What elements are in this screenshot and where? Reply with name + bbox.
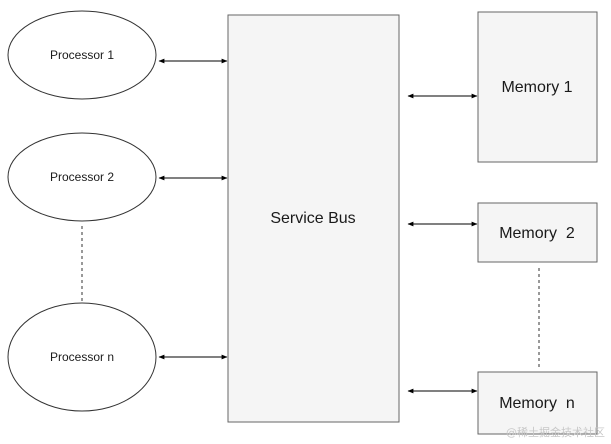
service-bus-label: Service Bus: [270, 210, 355, 227]
processor-2-node: Processor 2: [7, 132, 157, 222]
memory-1-label: Memory 1: [501, 79, 572, 96]
memory-n-node: Memory n: [477, 371, 598, 435]
processor-n-label: Processor n: [50, 350, 114, 364]
processor-1-node: Processor 1: [7, 10, 157, 100]
service-bus-node: Service Bus: [227, 14, 400, 423]
memory-n-label: Memory n: [499, 395, 575, 412]
watermark-text: @稀土掘金技术社区: [506, 425, 605, 439]
processor-n-node: Processor n: [7, 302, 157, 412]
memory-2-label: Memory 2: [499, 225, 575, 242]
memory-2-node: Memory 2: [477, 202, 598, 263]
memory-1-node: Memory 1: [477, 11, 598, 163]
processor-1-label: Processor 1: [50, 48, 114, 62]
processor-2-label: Processor 2: [50, 170, 114, 184]
